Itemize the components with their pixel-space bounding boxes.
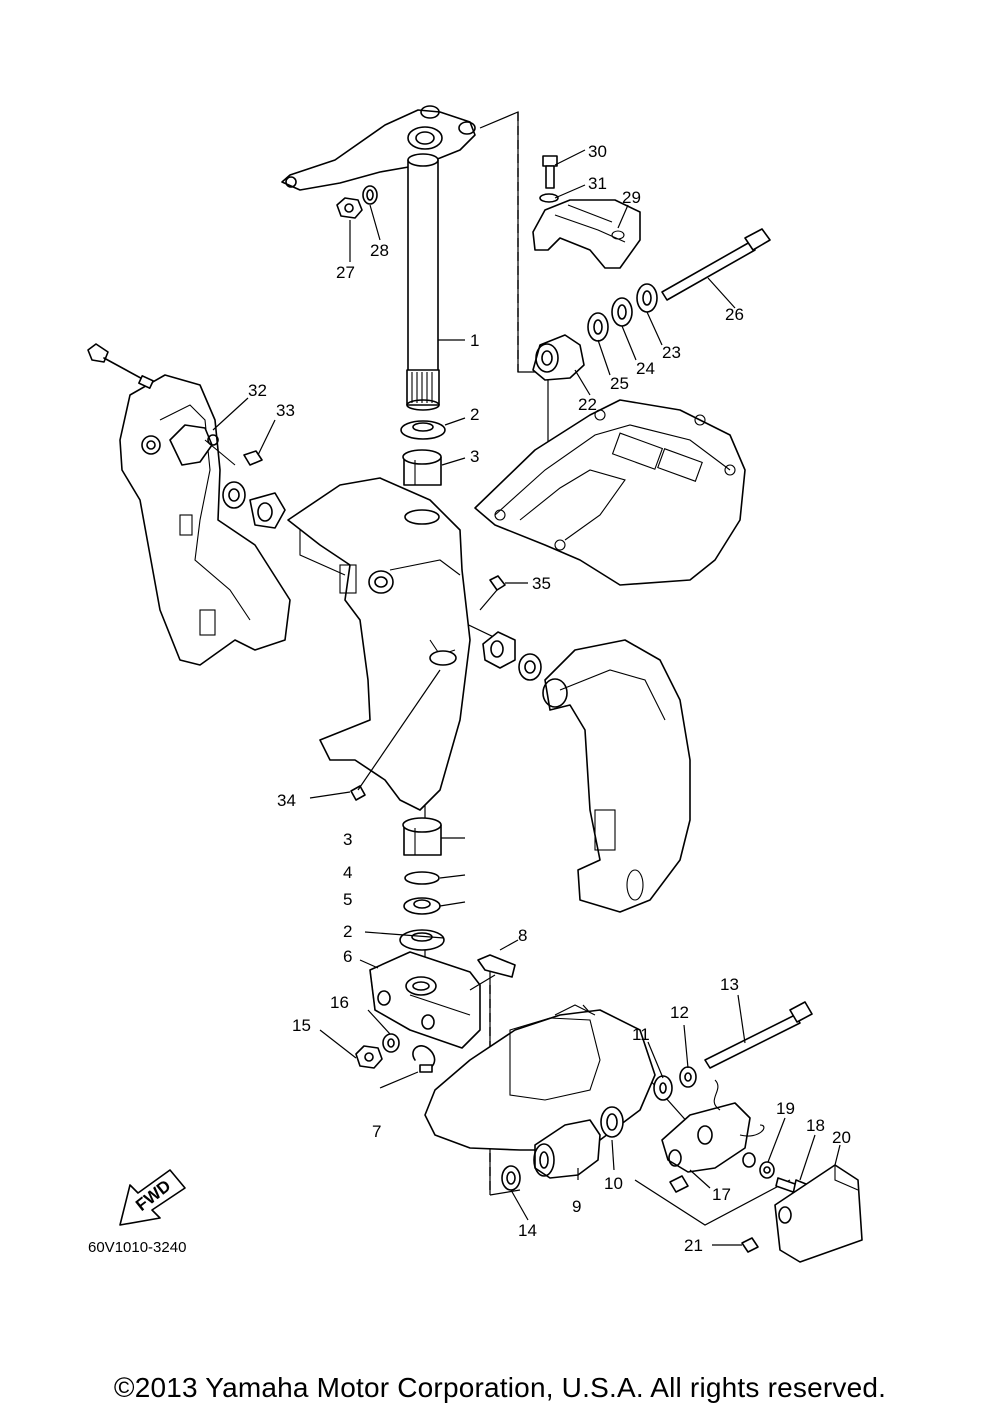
lower-mount-housing-6 bbox=[369, 951, 481, 1049]
callout-31: 31 bbox=[588, 174, 607, 193]
bushing-3-upper bbox=[402, 449, 442, 486]
callout-17: 17 bbox=[712, 1185, 731, 1204]
callout-21: 21 bbox=[684, 1236, 703, 1255]
callout-28: 28 bbox=[370, 241, 389, 260]
callout-7: 7 bbox=[372, 1122, 381, 1141]
bushing-2-lower bbox=[399, 929, 445, 951]
callout-5: 5 bbox=[343, 890, 352, 909]
oring-4 bbox=[404, 871, 440, 885]
trim-sensor-32 bbox=[169, 424, 236, 466]
callout-10: 10 bbox=[604, 1174, 623, 1193]
grease-nipple-34 bbox=[350, 669, 441, 801]
callout-3-upper: 3 bbox=[470, 447, 479, 466]
washer-24 bbox=[611, 297, 633, 327]
callout-16: 16 bbox=[330, 993, 349, 1012]
washer-28 bbox=[362, 185, 378, 205]
cover-20 bbox=[774, 1164, 863, 1263]
washer-16 bbox=[382, 1033, 400, 1053]
callout-11: 11 bbox=[632, 1025, 650, 1044]
callout-18: 18 bbox=[806, 1116, 825, 1135]
washer-31 bbox=[539, 193, 559, 203]
callout-24: 24 bbox=[636, 359, 655, 378]
washer-14 bbox=[501, 1165, 521, 1191]
callout-12: 12 bbox=[670, 1003, 689, 1022]
mount-rubber-9 bbox=[533, 1119, 601, 1179]
callout-13: 13 bbox=[720, 975, 739, 994]
swivel-bracket bbox=[287, 477, 471, 811]
callout-20: 20 bbox=[832, 1128, 851, 1147]
callout-6: 6 bbox=[343, 947, 352, 966]
clamp-bracket-right bbox=[542, 639, 691, 913]
callout-19: 19 bbox=[776, 1099, 795, 1118]
upper-mount-bracket bbox=[532, 199, 641, 269]
steering-shaft bbox=[406, 153, 440, 411]
callout-35: 35 bbox=[532, 574, 551, 593]
callout-29: 29 bbox=[622, 188, 641, 207]
callout-30: 30 bbox=[588, 142, 607, 161]
callout-34: 34 bbox=[277, 791, 296, 810]
copyright-notice: ©2013 Yamaha Motor Corporation, U.S.A. A… bbox=[113, 1372, 887, 1403]
left-pivot-bushing bbox=[222, 481, 286, 529]
bottom-cowling bbox=[424, 1004, 656, 1151]
bolt-26 bbox=[661, 228, 771, 301]
bolt-13 bbox=[704, 1001, 813, 1069]
callout-22: 22 bbox=[578, 395, 597, 414]
washer-11 bbox=[653, 1075, 673, 1101]
nut-27 bbox=[336, 197, 363, 219]
screw-21 bbox=[741, 1237, 759, 1253]
lower-bracket-17 bbox=[661, 1079, 765, 1193]
washer-19 bbox=[759, 1161, 775, 1179]
callout-1: 1 bbox=[470, 331, 479, 350]
nut-15 bbox=[355, 1045, 383, 1069]
mount-rubber-22 bbox=[532, 334, 585, 381]
callout-2-lower: 2 bbox=[343, 922, 352, 941]
washer-25 bbox=[587, 312, 609, 342]
clamp-bracket-left bbox=[119, 374, 291, 666]
callout-2-upper: 2 bbox=[470, 405, 479, 424]
washer-5 bbox=[403, 897, 441, 915]
callout-labels: 1 2 3 2 3 4 5 6 7 8 9 10 11 12 13 14 15 … bbox=[248, 142, 851, 1255]
right-pivot-bushing bbox=[482, 631, 542, 681]
callout-14: 14 bbox=[518, 1221, 537, 1240]
callout-25: 25 bbox=[610, 374, 629, 393]
trim-sensor-connector bbox=[87, 343, 154, 389]
callout-leaders bbox=[212, 149, 841, 1246]
screw-33 bbox=[243, 450, 263, 466]
engine-base-plate bbox=[474, 399, 746, 586]
callout-23: 23 bbox=[662, 343, 681, 362]
callout-33: 33 bbox=[276, 401, 295, 420]
callout-26: 26 bbox=[725, 305, 744, 324]
callout-3-lower: 3 bbox=[343, 830, 352, 849]
bushing-3-lower bbox=[402, 817, 442, 856]
steering-arm bbox=[281, 105, 476, 191]
callout-32: 32 bbox=[248, 381, 267, 400]
washer-23 bbox=[636, 283, 658, 313]
clip-7 bbox=[412, 1045, 436, 1073]
callout-4: 4 bbox=[343, 863, 352, 882]
washer-10 bbox=[600, 1106, 624, 1138]
callout-8: 8 bbox=[518, 926, 527, 945]
callout-9: 9 bbox=[572, 1197, 581, 1216]
fwd-direction-arrow: FWD bbox=[119, 1169, 186, 1226]
callout-27: 27 bbox=[336, 263, 355, 282]
bushing-2-upper bbox=[400, 420, 446, 440]
grease-nipple-35 bbox=[479, 575, 506, 611]
callout-15: 15 bbox=[292, 1016, 311, 1035]
spacer-8 bbox=[469, 954, 516, 991]
washer-12 bbox=[679, 1066, 697, 1088]
bolt-30 bbox=[542, 155, 558, 189]
diagram-code: 60V1010-3240 bbox=[88, 1239, 187, 1256]
